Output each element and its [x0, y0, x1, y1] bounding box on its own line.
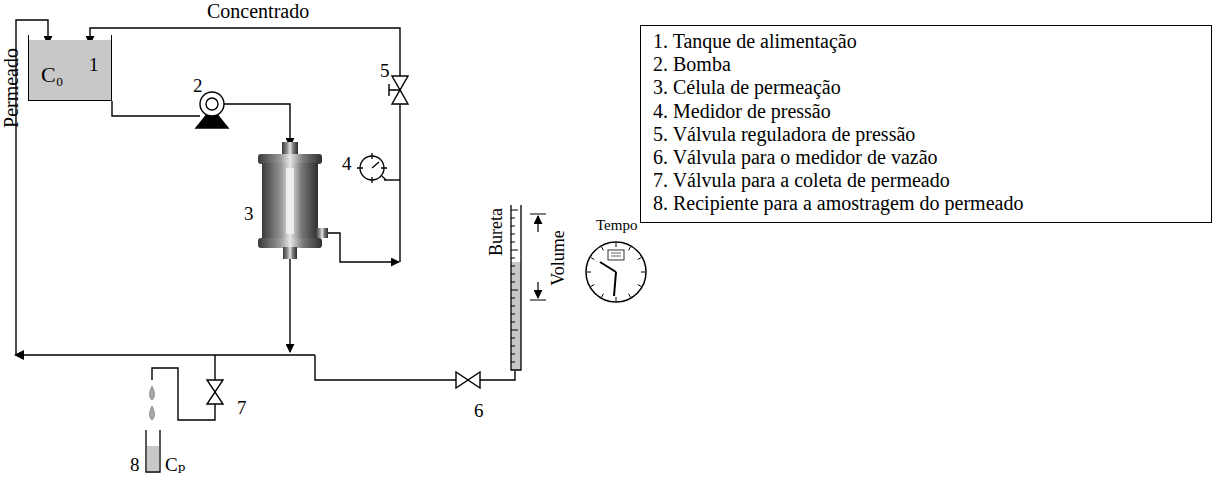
pipe-label: Concentrado — [207, 0, 309, 22]
graduation-tick — [511, 306, 515, 307]
callout-number: 3 — [244, 204, 254, 225]
cell-outlet-pipe — [326, 233, 399, 262]
list-item: 5. Válvula reguladora de pressão — [653, 123, 1199, 146]
graduation-tick — [511, 266, 515, 267]
graduation-tick — [511, 210, 518, 211]
burette-label: Bureta — [487, 208, 507, 256]
sample-container — [146, 430, 160, 472]
callout-number: 6 — [474, 401, 484, 422]
graduation-tick — [511, 290, 518, 291]
graduation-tick — [511, 242, 515, 243]
graduation-tick — [511, 218, 515, 219]
clock-symbol — [586, 242, 646, 302]
graduation-tick — [511, 362, 515, 363]
clock-tick — [638, 258, 641, 260]
clock-tick — [602, 294, 604, 297]
graduation-tick — [511, 330, 518, 331]
list-item: 1. Tanque de alimentação — [653, 30, 1199, 53]
graduation-tick — [511, 346, 515, 347]
list-item: 7. Válvula para a coleta de permeado — [653, 169, 1199, 192]
callout-number: 7 — [237, 398, 247, 419]
concentration-label: C₀ — [41, 63, 63, 87]
permeation-cell-picture — [258, 142, 328, 259]
permeate-outlet-pipe — [289, 258, 290, 352]
burette — [511, 205, 521, 370]
volume-arrow — [530, 214, 546, 300]
sampling-pipe — [152, 355, 215, 420]
pipes — [16, 20, 515, 420]
component-list-box: 1. Tanque de alimentação2. Bomba3. Célul… — [640, 25, 1212, 223]
clock-tick — [641, 272, 645, 273]
callout-number: 5 — [380, 61, 390, 82]
graduation-tick — [511, 234, 515, 235]
graduation-tick — [511, 258, 515, 259]
arrowhead — [14, 350, 24, 360]
flow-valve-symbol — [456, 372, 480, 388]
permeate-drops — [150, 386, 155, 420]
graduation-tick — [511, 250, 518, 251]
clock-tick — [629, 247, 631, 250]
time-label: Tempo — [596, 217, 637, 234]
list-item: 8. Recipiente para a amostragem do perme… — [653, 192, 1199, 215]
callout-number: 4 — [342, 154, 352, 175]
sampling-valve-symbol — [207, 380, 223, 404]
pressure-gauge-symbol — [357, 153, 387, 183]
graduation-tick — [511, 322, 515, 323]
clock-tick — [591, 258, 594, 260]
callout-number: 1 — [89, 55, 99, 76]
graduation-tick — [511, 298, 515, 299]
pump-symbol — [196, 92, 228, 128]
clock-tick — [591, 285, 594, 287]
volume-label: Volume — [549, 230, 569, 286]
clock-tick — [616, 243, 617, 247]
clock-tick — [587, 272, 591, 273]
clock-tick — [638, 285, 641, 287]
clock-tick — [616, 297, 617, 301]
list-item: 6. Válvula para o medidor de vazão — [653, 146, 1199, 169]
graduation-tick — [511, 282, 515, 283]
suction-pipe — [112, 101, 200, 116]
callout-number: 2 — [193, 76, 203, 97]
clock-tick — [602, 247, 604, 250]
list-item: 3. Célula de permeação — [653, 76, 1199, 99]
graduation-tick — [511, 226, 515, 227]
feed-tank: C₀ 1 — [28, 35, 112, 101]
pipe-label: Permeado — [0, 48, 22, 128]
concentration-label: Cₚ — [165, 455, 185, 476]
graduation-tick — [511, 338, 515, 339]
clock-tick — [629, 294, 631, 297]
pressure-valve-symbol — [389, 76, 408, 104]
feed-pipe — [224, 104, 290, 146]
list-item: 2. Bomba — [653, 53, 1199, 76]
graduation-tick — [511, 354, 515, 355]
flowmeter-pipe — [315, 355, 515, 380]
list-item: 4. Medidor de pressão — [653, 100, 1199, 123]
permeate-pipe — [22, 354, 315, 355]
graduation-tick — [511, 314, 515, 315]
graduation-tick — [511, 274, 515, 275]
callout-number: 8 — [130, 455, 140, 476]
concentrate-pipe — [90, 28, 400, 262]
